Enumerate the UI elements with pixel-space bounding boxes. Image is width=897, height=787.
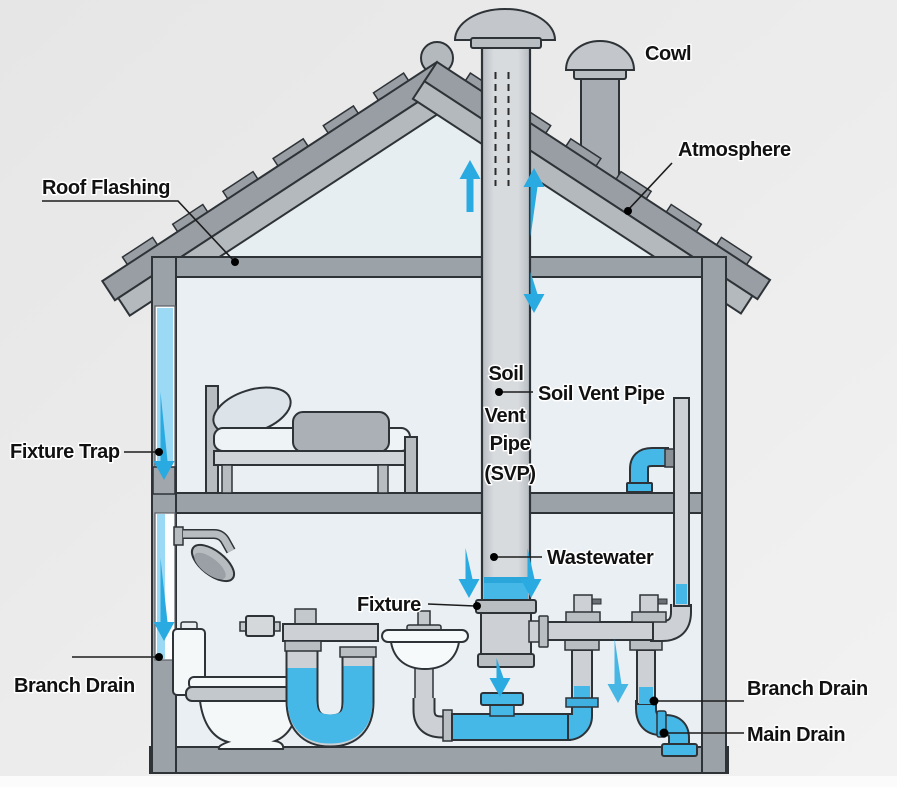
flow-down-arrow (153, 392, 175, 480)
flow-down-arrow (607, 638, 629, 703)
sink-drain-elbow (412, 698, 453, 742)
leader-dot (649, 696, 659, 706)
attic-interior (152, 66, 722, 266)
drop-pipe-left (564, 639, 600, 714)
leader-dot (473, 602, 481, 610)
roof-left (100, 60, 463, 318)
label-branch-drain-right: Branch Drain (747, 678, 868, 700)
leader-dot (495, 388, 503, 396)
flow-down-arrow (153, 558, 175, 641)
leader-dot (624, 207, 632, 215)
label-fixture: Fixture (357, 594, 421, 616)
toilet-icon (172, 621, 315, 750)
bed-icon (205, 385, 418, 494)
ground-slab (149, 746, 729, 774)
flow-down-arrow (458, 548, 480, 598)
label-cowl: Cowl (645, 43, 691, 65)
toilet-roll-holder-icon (239, 615, 281, 637)
label-branch-drain-left: Branch Drain (14, 675, 135, 697)
right-wall (701, 256, 727, 774)
trap-icon (282, 608, 379, 748)
background-strip (0, 776, 897, 787)
flow-down-arrow (520, 548, 542, 598)
leader-lines (42, 162, 744, 738)
leader-line (42, 200, 236, 263)
label-svp-line3: Pipe (490, 433, 531, 455)
label-svp-line1: Soil (488, 363, 523, 385)
leader-dot (231, 258, 239, 266)
middle-floor-beam (151, 492, 727, 514)
label-fixture-trap: Fixture Trap (10, 441, 120, 463)
air-up-arrow (523, 168, 545, 237)
label-svp-line4: (SVP) (484, 463, 535, 485)
label-soil-vent-pipe: Soil Vent Pipe (538, 383, 665, 405)
leader-dot (659, 728, 669, 738)
branch-pipe (540, 397, 692, 642)
leader-line (427, 603, 476, 607)
upper-fixture-elbow (626, 447, 675, 493)
cowl-secondary-icon (564, 40, 636, 203)
label-svp-line2: Vent (485, 405, 526, 427)
cleanout-fitting (631, 594, 668, 623)
soil-vent-pipe (480, 42, 532, 607)
air-up-arrow (459, 160, 481, 212)
cleanout-fitting (565, 594, 602, 623)
label-roof-flashing: Roof Flashing (42, 177, 170, 199)
leader-dot (490, 553, 498, 561)
flow-down-arrow (523, 272, 545, 313)
label-atmosphere: Atmosphere (678, 139, 791, 161)
leader-dot (155, 653, 163, 661)
shower-icon (173, 526, 236, 583)
sink-icon (381, 610, 469, 703)
leader-dot (155, 448, 163, 456)
flow-down-arrow (489, 658, 511, 697)
flow-arrows (153, 160, 629, 703)
svp-tee-fitting (475, 599, 549, 668)
label-main-drain: Main Drain (747, 724, 845, 746)
cowl-main-icon (453, 8, 557, 49)
leader-line (627, 162, 673, 211)
label-wastewater: Wastewater (547, 547, 654, 569)
